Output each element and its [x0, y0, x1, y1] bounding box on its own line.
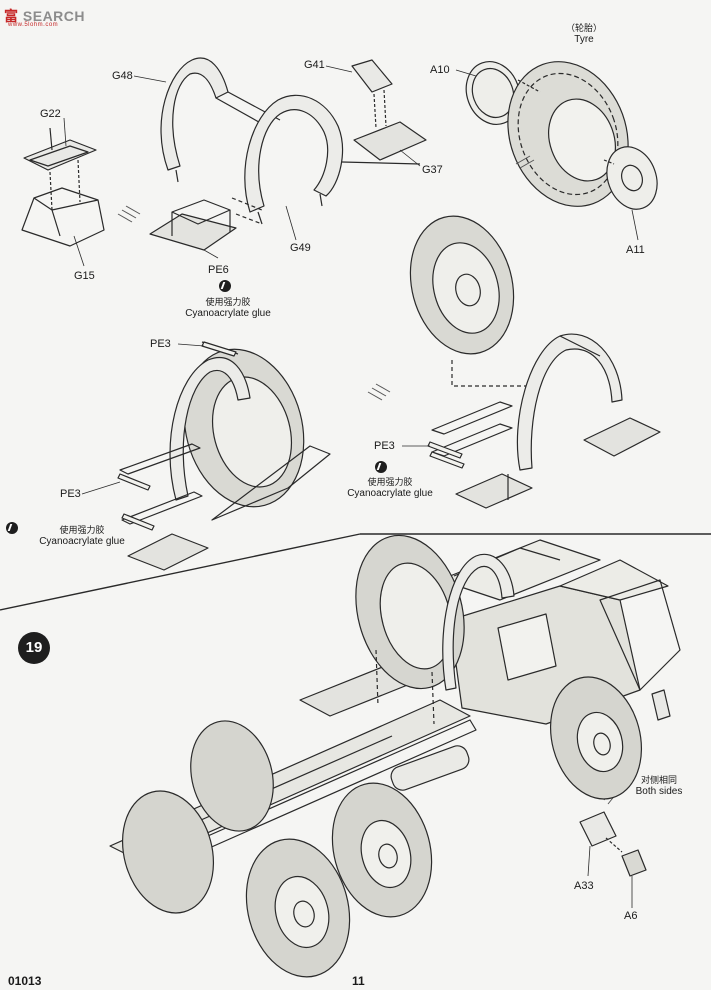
part-spare-tyre — [409, 215, 540, 387]
label-a10: A10 — [430, 64, 450, 76]
label-pe6: PE6 — [208, 264, 229, 276]
label-a11: A11 — [626, 244, 645, 256]
glue-icon — [375, 461, 387, 473]
glue-note-pe3-right-en: Cyanoacrylate glue — [347, 488, 433, 499]
truck-drawing — [109, 534, 681, 978]
footer-code: 01013 — [8, 974, 42, 988]
glue-note-pe3-right-cn: 使用强力胶 — [367, 477, 413, 487]
part-tray-base — [149, 197, 263, 251]
label-g41: G41 — [304, 59, 325, 71]
part-carrier-right — [431, 333, 661, 509]
part-carrier-left — [119, 341, 331, 571]
watermark-logo: 富 SEARCH www.5lohm.com — [4, 6, 86, 28]
label-a33: A33 — [574, 880, 594, 892]
watermark-brand: 富 — [4, 8, 19, 24]
tyre-note-cn: （轮胎） — [565, 23, 602, 33]
watermark-word: SEARCH — [22, 8, 86, 24]
watermark-url: www.5lohm.com — [8, 22, 59, 28]
label-pe3-left: PE3 — [60, 488, 81, 500]
glue-note-pe3-left: 使用强力胶 Cyanoacrylate glue — [22, 524, 142, 548]
part-g22-g15 — [21, 127, 105, 247]
glue-note-pe3-left-cn: 使用强力胶 — [59, 525, 105, 535]
label-g37: G37 — [422, 164, 443, 176]
label-g48: G48 — [112, 70, 133, 82]
glue-note-pe3-left-en: Cyanoacrylate glue — [39, 536, 125, 547]
glue-note-pe6: 使用强力胶 Cyanoacrylate glue — [168, 296, 288, 320]
part-pe3-strips — [117, 341, 465, 531]
step-badge: 19 — [18, 632, 50, 664]
part-tyre-exploded — [465, 61, 658, 210]
both-sides-note-en: Both sides — [635, 786, 683, 797]
tyre-note: （轮胎） Tyre — [552, 22, 616, 46]
label-a6: A6 — [624, 910, 638, 922]
glue-note-pe6-en: Cyanoacrylate glue — [185, 308, 271, 319]
part-g49-frame — [244, 94, 344, 225]
both-sides-note-cn: 对侧相同 — [640, 775, 677, 785]
label-pe3-right: PE3 — [374, 440, 395, 452]
glue-note-pe6-cn: 使用强力胶 — [205, 297, 251, 307]
label-g15: G15 — [74, 270, 95, 282]
tyre-note-en: Tyre — [574, 34, 594, 45]
part-a33-a6 — [579, 811, 647, 877]
label-g49: G49 — [290, 242, 311, 254]
step-divider — [0, 533, 361, 611]
glue-note-pe3-right: 使用强力胶 Cyanoacrylate glue — [330, 476, 450, 500]
label-pe3-top: PE3 — [150, 338, 171, 350]
label-g22: G22 — [40, 108, 61, 120]
glue-icon — [6, 522, 18, 534]
glue-icon — [219, 280, 231, 292]
both-sides-note: 对侧相同 Both sides — [624, 774, 694, 798]
page-number: 11 — [352, 974, 365, 988]
part-g41-g37 — [341, 59, 427, 165]
